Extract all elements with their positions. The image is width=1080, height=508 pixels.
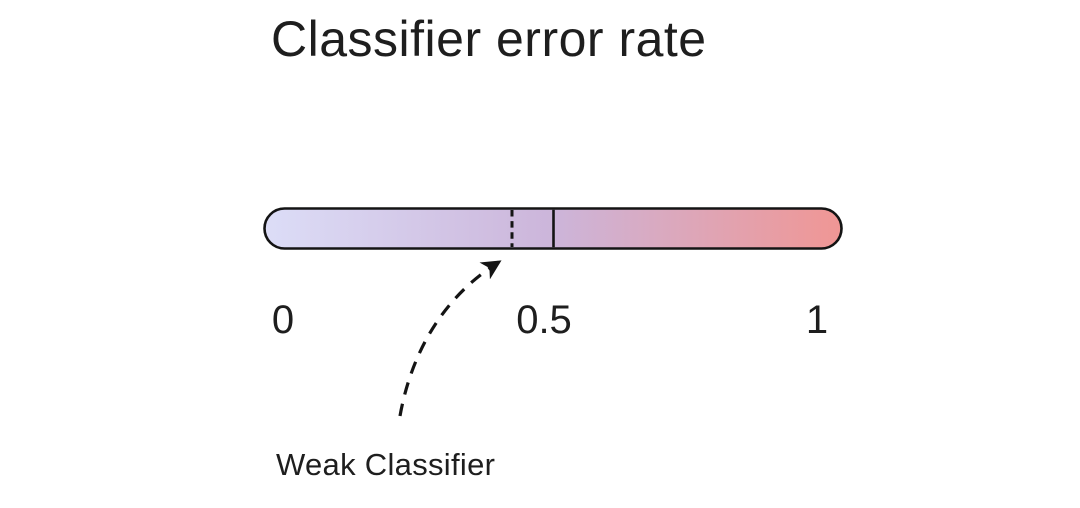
axis-tick-0-5: 0.5	[516, 298, 572, 342]
annotation-arrow	[398, 260, 502, 417]
axis-tick-0: 0	[271, 298, 295, 342]
axis-tick-1: 1	[805, 298, 829, 342]
figure-title: Classifier error rate	[271, 11, 707, 67]
weak-classifier-label: Weak Classifier	[276, 447, 496, 482]
